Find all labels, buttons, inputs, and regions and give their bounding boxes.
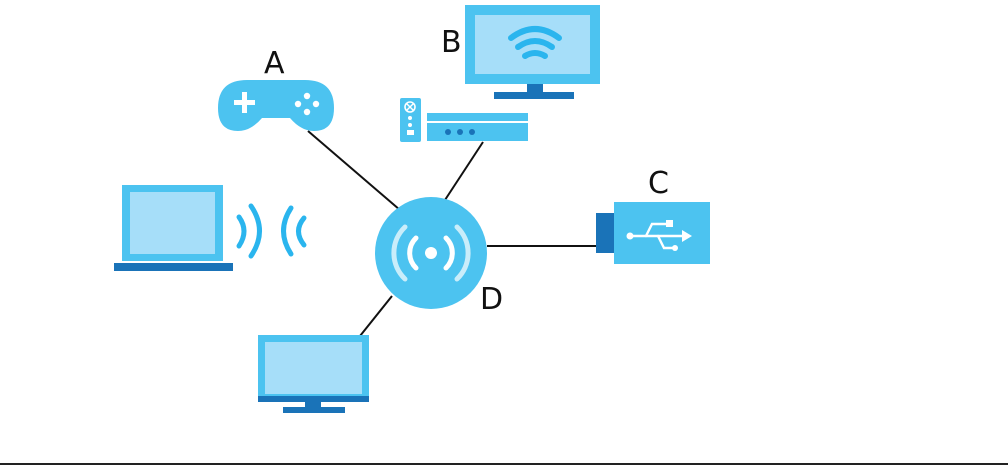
monitor-icon (258, 335, 369, 413)
usb-icon (596, 202, 710, 264)
line-ap-to-monitor (360, 296, 392, 336)
line-settopbox-to-ap (443, 142, 483, 203)
bottom-divider (0, 463, 1008, 465)
wireless-router-icon (375, 197, 487, 309)
label-b: B (441, 25, 462, 60)
gamepad-icon (218, 80, 334, 131)
set-top-box-icon (400, 98, 528, 142)
label-d: D (480, 282, 503, 317)
label-c: C (648, 166, 669, 201)
wireless-signal-icon (239, 206, 304, 256)
line-controller-to-ap (308, 131, 400, 210)
label-a: A (264, 46, 285, 81)
smart-tv-icon (465, 5, 600, 99)
laptop-icon (114, 185, 233, 271)
